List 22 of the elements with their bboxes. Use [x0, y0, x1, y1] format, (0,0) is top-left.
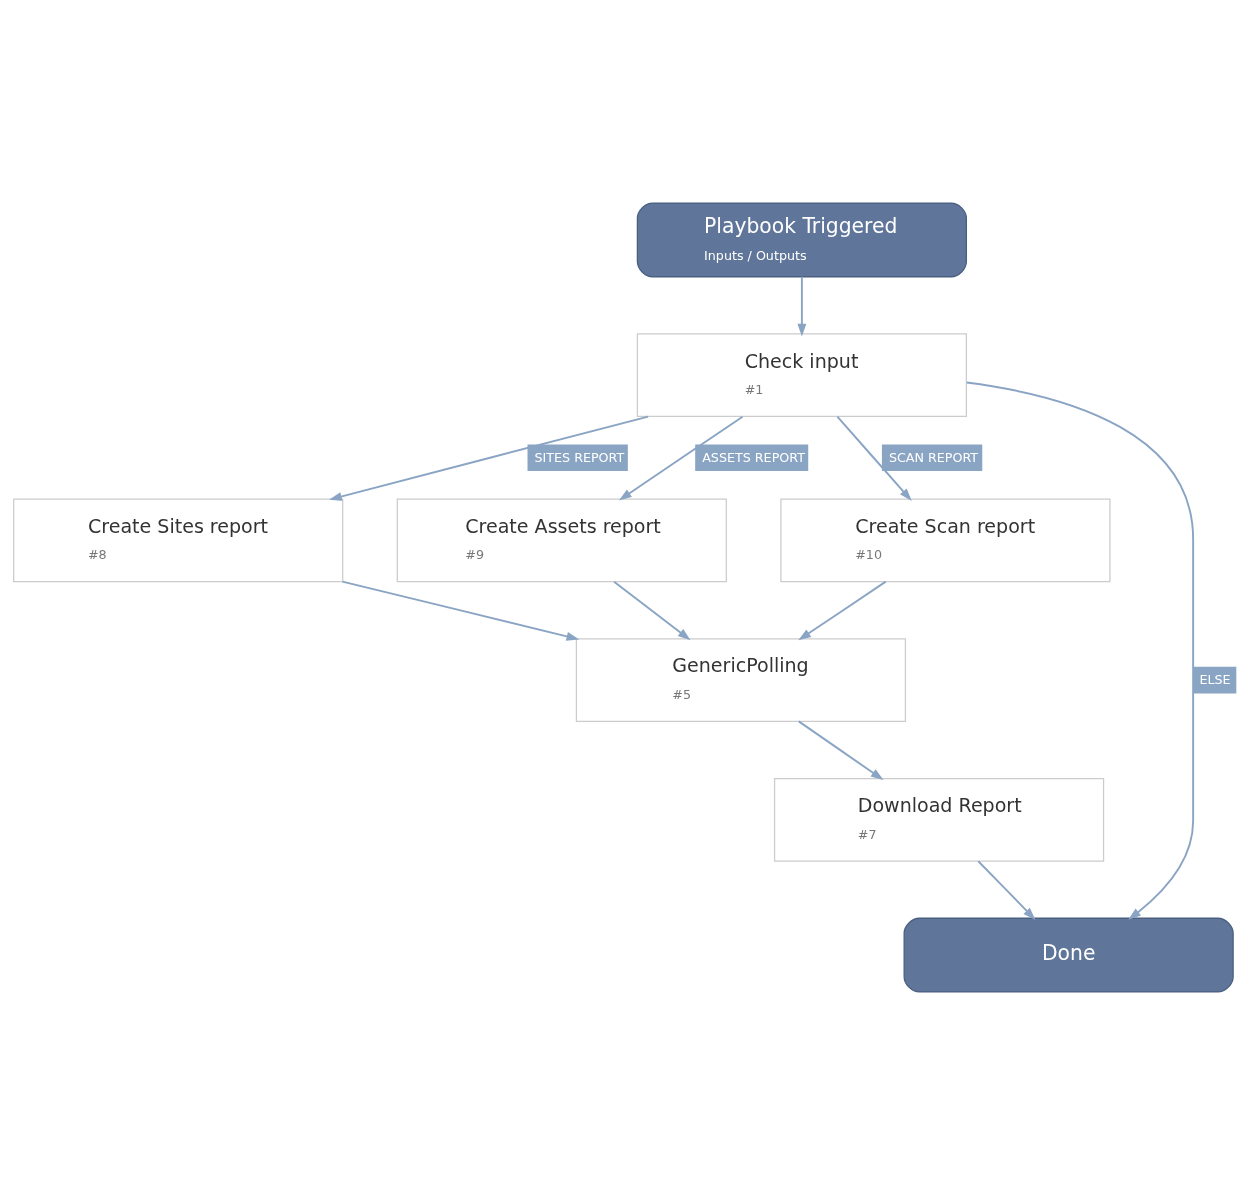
arrow: [797, 719, 884, 780]
arrow: [977, 859, 1036, 920]
node-box: Download Report #7: [773, 777, 1105, 862]
arrow: [618, 415, 744, 500]
edge-label: SITES REPORT: [534, 449, 625, 465]
arrow: [836, 415, 912, 501]
node-box: Create Assets report #9: [396, 497, 727, 582]
arrow: [798, 580, 887, 640]
edge-label: ASSETS REPORT: [702, 449, 805, 465]
node-box: Create Scan report #10: [780, 497, 1111, 582]
arrow: [341, 580, 580, 641]
edge-label: ELSE: [1199, 671, 1231, 687]
arrow: [797, 275, 807, 336]
arrow: [965, 381, 1195, 920]
arrow: [613, 580, 691, 640]
node-box: GenericPolling #5: [575, 637, 907, 722]
node-box: Done: [903, 917, 1234, 993]
node-box: Playbook Triggered Inputs / Outputs: [636, 201, 968, 277]
node-box: Check input #1: [636, 332, 968, 417]
edge-label: SCAN REPORT: [888, 449, 979, 465]
node-box: Create Sites report #8: [13, 497, 344, 582]
arrow: [329, 415, 650, 501]
